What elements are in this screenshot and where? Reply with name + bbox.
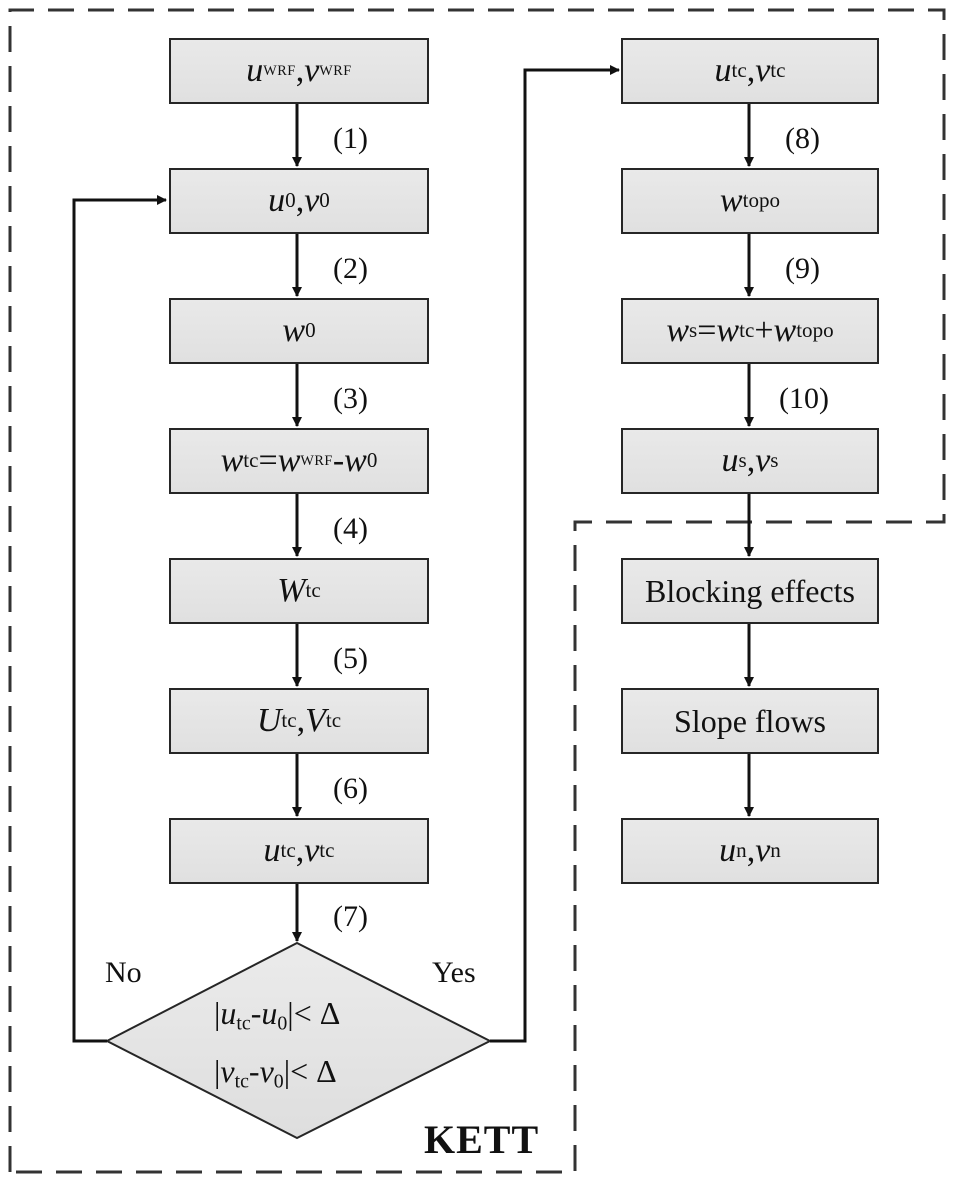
arrow-yes-branch [490, 65, 620, 1043]
step-label-9: (9) [785, 252, 820, 285]
step-label-4: (4) [333, 512, 368, 545]
step-label-10: (10) [779, 382, 829, 415]
step-label-6: (6) [333, 772, 368, 805]
no-label: No [105, 956, 142, 989]
kett-frame-border [8, 8, 946, 1174]
kett-frame-label: KETT [424, 1117, 540, 1162]
decision-condition-v: |vtc-v0|< Δ [214, 1053, 337, 1093]
step-label-5: (5) [333, 642, 368, 675]
box-slope-flows: Slope flows [621, 688, 879, 754]
yes-label: Yes [432, 956, 476, 989]
step-label-1: (1) [333, 122, 368, 155]
box-blocking-effects: Blocking effects [621, 558, 879, 624]
convergence-decision-shape [104, 941, 493, 1140]
step-label-8: (8) [785, 122, 820, 155]
step-label-3: (3) [333, 382, 368, 415]
step-label-2: (2) [333, 252, 368, 285]
decision-condition-u: |utc-u0|< Δ [214, 995, 341, 1035]
step-label-7: (7) [333, 900, 368, 933]
arrow-no-loop [72, 195, 167, 1043]
